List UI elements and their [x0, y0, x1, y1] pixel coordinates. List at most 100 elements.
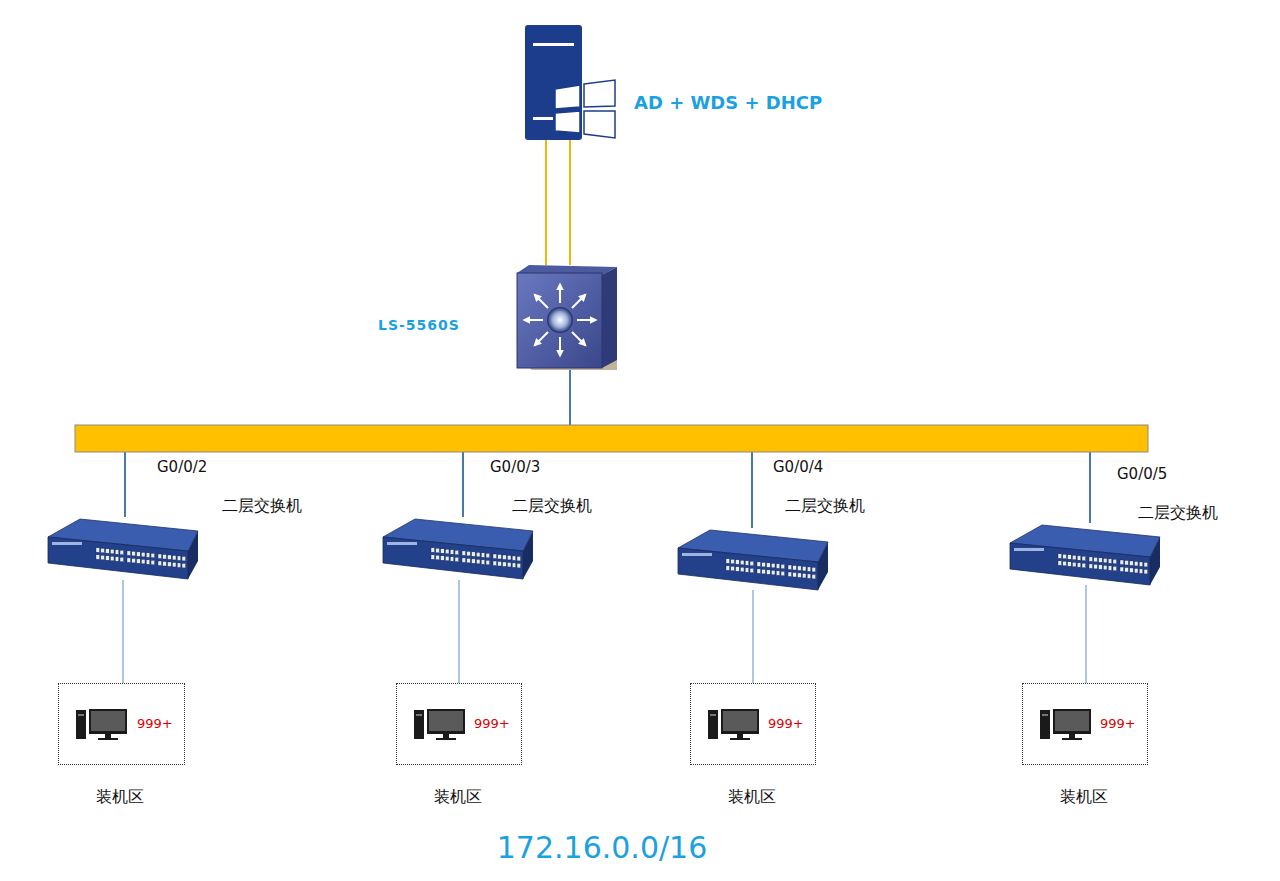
pc-base [1062, 738, 1082, 740]
switch-port [182, 556, 186, 561]
switch-port [96, 548, 100, 553]
switch-port [450, 550, 454, 555]
switch-port [1130, 561, 1134, 566]
switch-front [1010, 543, 1150, 585]
switch-port [798, 566, 802, 571]
switch-port [731, 566, 735, 571]
switch-port [151, 553, 155, 558]
switch-port [1072, 562, 1076, 567]
switch-port [1089, 557, 1093, 562]
pc-base [730, 738, 750, 740]
pc-stand [443, 734, 449, 738]
access-switch-node: 二层交换机 [678, 528, 828, 590]
switch-port [481, 560, 485, 565]
server-body [525, 25, 582, 140]
switch-port [168, 562, 172, 567]
area-label: 装机区 [728, 787, 776, 806]
switch-port [445, 556, 449, 561]
access-cable [1086, 585, 1087, 683]
route-arrow [524, 319, 543, 321]
switch-port [127, 558, 131, 563]
switch-core-glow [547, 307, 573, 333]
switch-port [812, 574, 816, 579]
area-label: 装机区 [434, 787, 482, 806]
pc-screen [429, 711, 463, 731]
pc-tower [414, 710, 424, 739]
switch-port [745, 568, 749, 573]
server-node: AD + WDS + DHCP [525, 25, 615, 140]
access-switch-node: 二层交换机 [48, 517, 198, 580]
switch-port [467, 558, 471, 563]
route-arrow [535, 295, 548, 308]
access-cable [753, 590, 754, 683]
switch-port [1068, 562, 1072, 567]
switch-port [745, 561, 749, 566]
route-arrow [577, 319, 596, 321]
switch-port [1082, 563, 1086, 568]
pc-drive [710, 714, 716, 716]
switch-port [1108, 559, 1112, 564]
switch-port [776, 571, 780, 576]
windows-logo-pane [584, 111, 615, 138]
switch-port [120, 550, 124, 555]
switch-port [467, 551, 471, 556]
switch-front [383, 537, 523, 579]
switch-label: 二层交换机 [785, 496, 865, 515]
port-label: G0/0/3 [490, 458, 540, 476]
pc-drive [1042, 714, 1048, 716]
switch-port [96, 555, 100, 560]
server-role-label: AD + WDS + DHCP [634, 92, 822, 114]
count-label: 999+ [137, 716, 173, 732]
switch-port [1120, 560, 1124, 565]
core-icon [517, 265, 617, 370]
switch-port [106, 549, 110, 554]
switch-port [472, 559, 476, 564]
pc-monitor [1053, 709, 1091, 734]
route-arrow [572, 332, 585, 345]
switch-port [771, 563, 775, 568]
windows-logo-pane [555, 111, 580, 133]
route-arrow [572, 295, 585, 308]
switch-port [1139, 569, 1143, 574]
pc-screen [723, 711, 757, 731]
switch-port [788, 565, 792, 570]
switch-port [767, 570, 771, 575]
switch-port [431, 555, 435, 560]
switch-port [1134, 568, 1138, 573]
switch-port [498, 554, 502, 559]
port-label: G0/0/4 [773, 458, 823, 476]
switch-port [1099, 565, 1103, 570]
switch-label: 二层交换机 [222, 496, 302, 515]
switch-front [48, 537, 188, 579]
count-label: 999+ [1100, 716, 1136, 732]
switch-port [137, 559, 141, 564]
backbone-bar [75, 425, 1148, 452]
switch-port [472, 552, 476, 557]
server-icon [525, 25, 615, 140]
switch-side [1150, 537, 1160, 585]
pc-monitor [89, 709, 127, 734]
switch-port [1077, 563, 1081, 568]
switch-port [1113, 559, 1117, 564]
switch-port [503, 562, 507, 567]
windows-logo-pane [584, 80, 615, 107]
switch-badge [387, 542, 417, 545]
access-switch-node: 二层交换机 [383, 517, 533, 580]
switch-port [812, 567, 816, 572]
switch-port [177, 563, 181, 568]
switch-port [441, 549, 445, 554]
switch-port [1063, 554, 1067, 559]
pc-drive [78, 714, 84, 716]
pc-stand [105, 734, 111, 738]
switch-port [137, 552, 141, 557]
route-arrow [559, 337, 561, 356]
switch-port [436, 555, 440, 560]
switch-port [726, 559, 730, 564]
switch-port [115, 550, 119, 555]
switch-port [1063, 561, 1067, 566]
switch-port [120, 557, 124, 562]
switch-port [767, 563, 771, 568]
switch-port [1099, 558, 1103, 563]
install-area-box: 999+装机区 [1022, 683, 1148, 765]
